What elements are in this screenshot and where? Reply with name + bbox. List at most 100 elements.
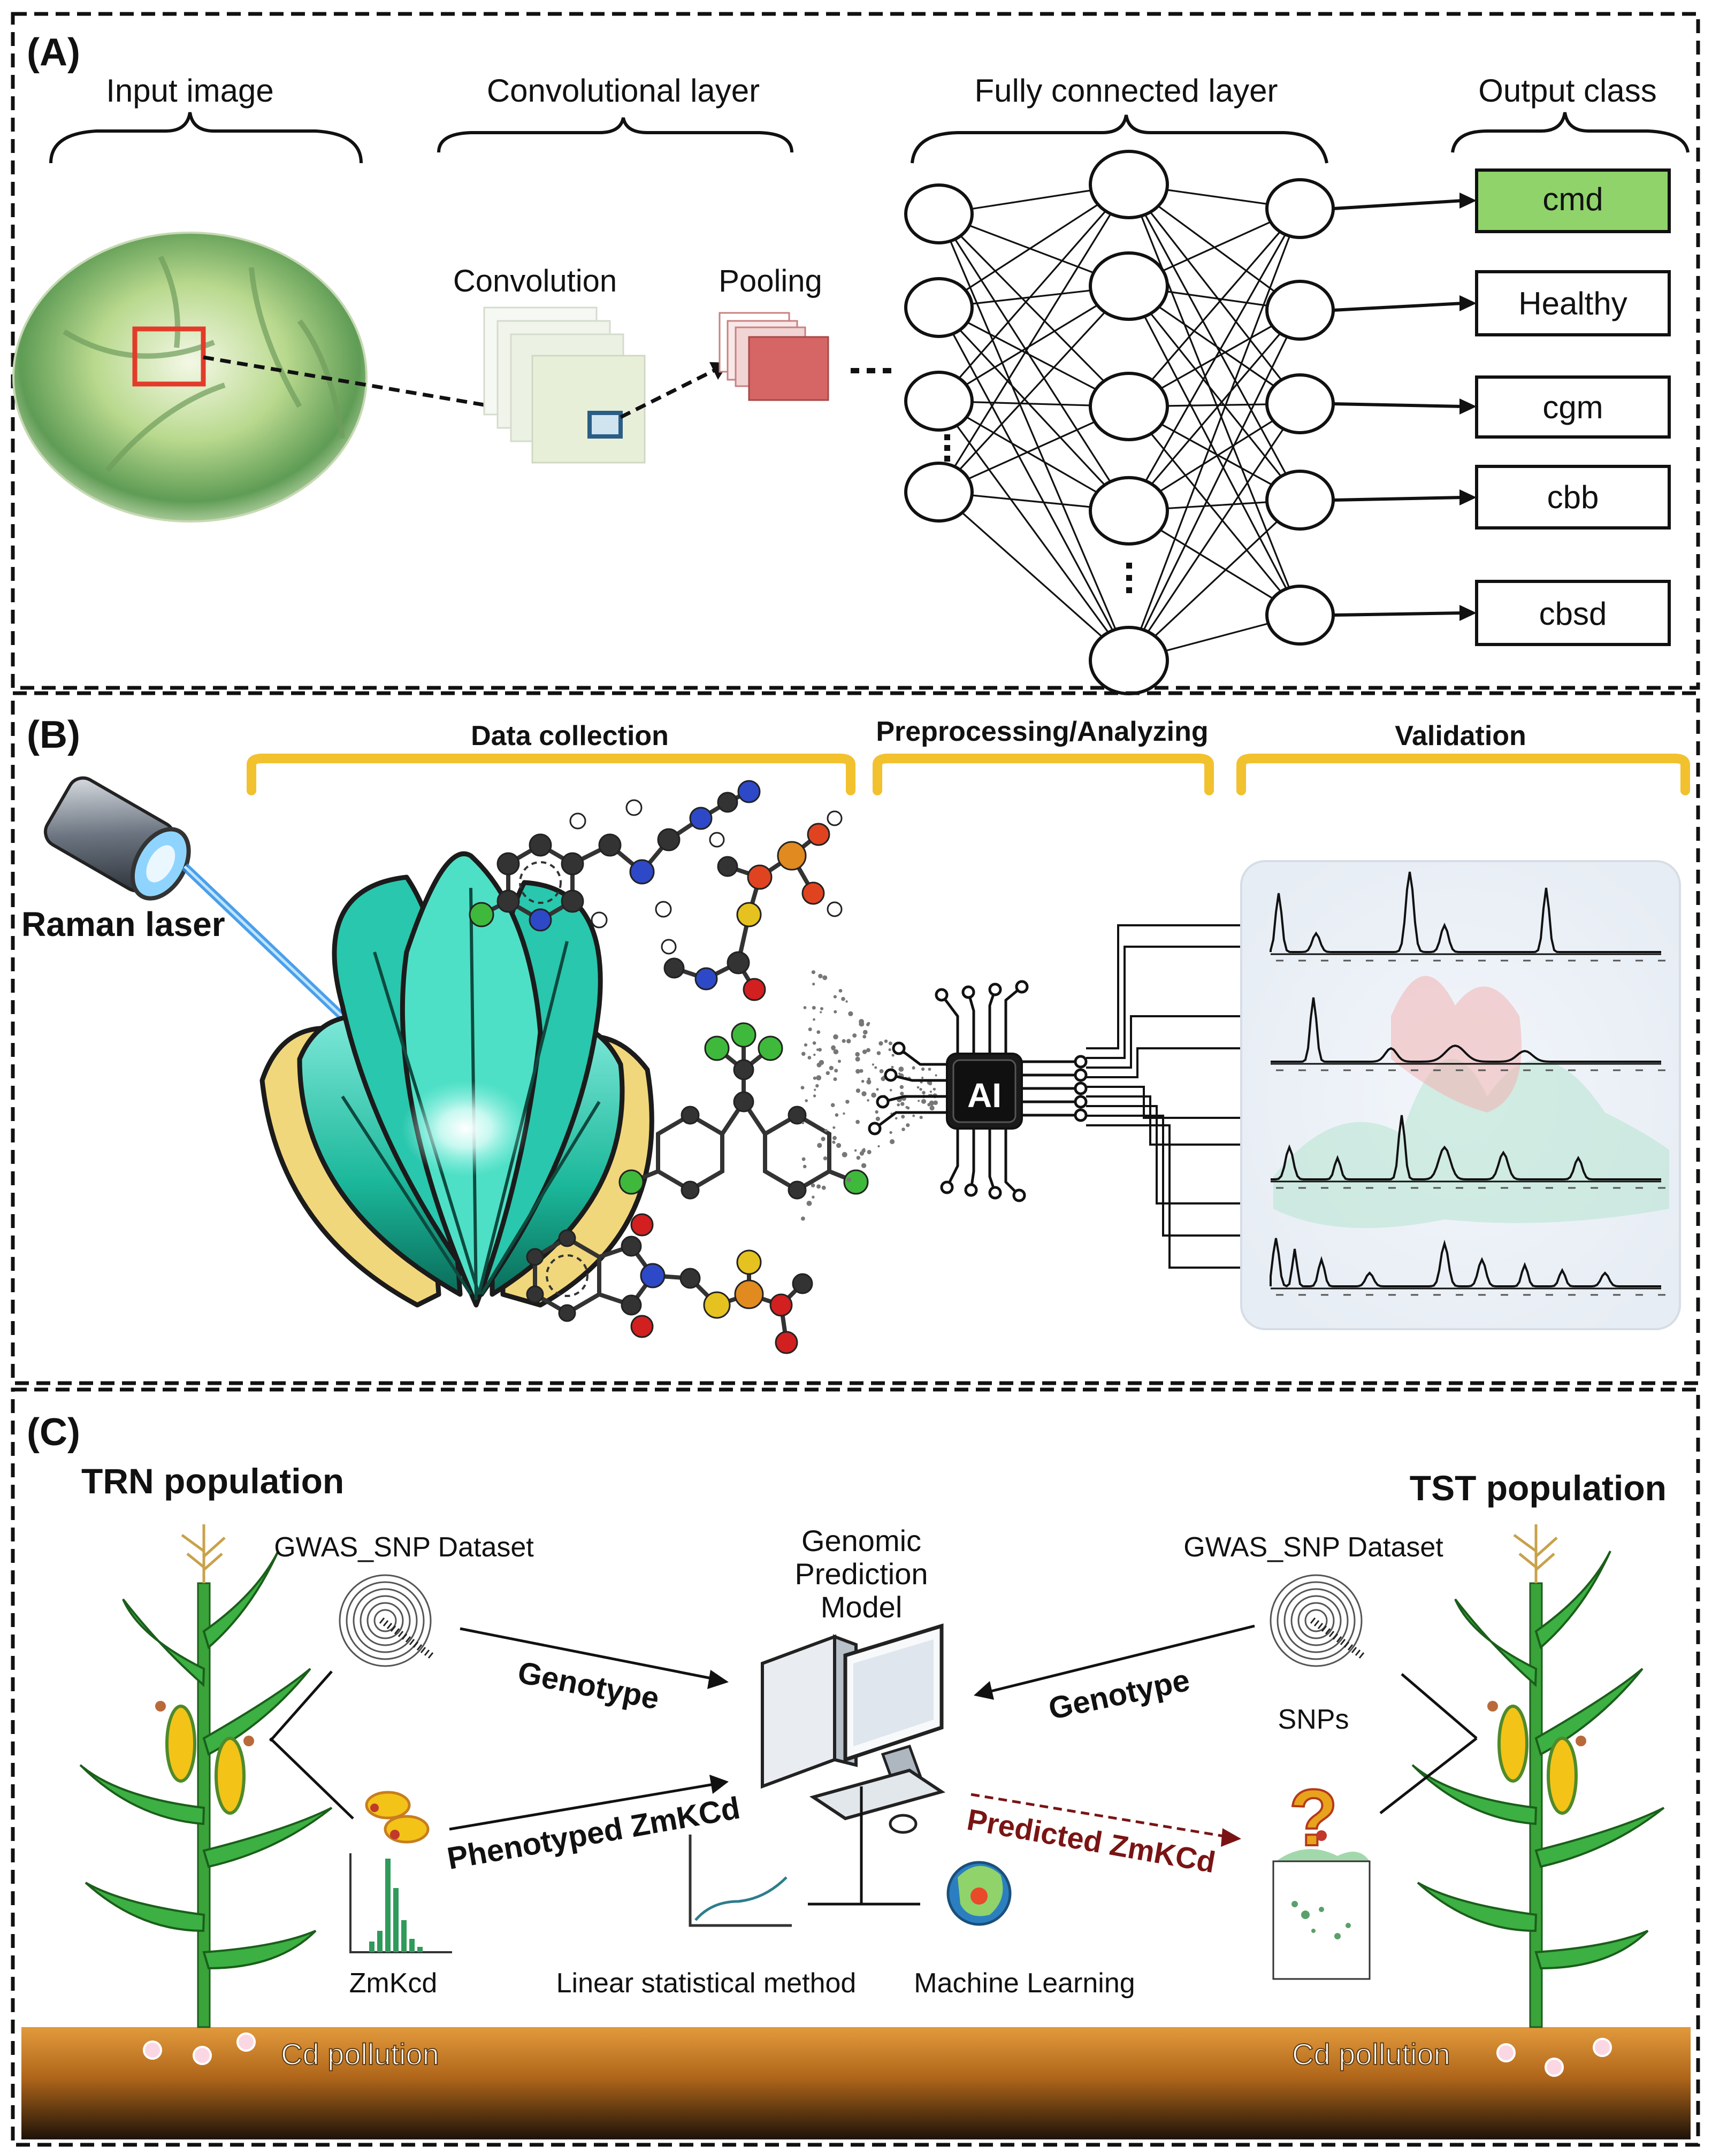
signal-dot bbox=[890, 1139, 895, 1145]
output-label-cgm: cgm bbox=[1542, 389, 1603, 425]
snp-mark bbox=[416, 1644, 423, 1651]
machine-learning-icon bbox=[946, 1861, 1012, 1926]
signal-dot bbox=[821, 1185, 826, 1190]
signal-dot bbox=[895, 1117, 898, 1120]
panel-c-tag: (C) bbox=[27, 1411, 80, 1454]
signal-dot bbox=[812, 1006, 816, 1010]
pesticide-molecules bbox=[469, 780, 869, 1354]
signal-dot bbox=[891, 1065, 894, 1069]
signal-dot bbox=[838, 1060, 841, 1063]
connection-l1-l2 bbox=[938, 491, 1130, 662]
cd-particles bbox=[143, 2032, 1612, 2077]
signal-dot bbox=[921, 1067, 925, 1071]
connection-l2-l3 bbox=[1128, 286, 1301, 616]
arrow-predicted bbox=[970, 1793, 1231, 1839]
signal-dot bbox=[876, 1088, 879, 1091]
signal-dot bbox=[852, 1033, 857, 1038]
gwas-ring bbox=[339, 1574, 432, 1667]
connection-l2-l3 bbox=[1128, 309, 1301, 512]
signal-dot bbox=[861, 1091, 867, 1096]
snp-mark bbox=[379, 1617, 385, 1624]
arrow-phenotyped bbox=[449, 1782, 717, 1831]
hidden-neuron bbox=[1089, 626, 1169, 695]
signal-dot bbox=[812, 1195, 815, 1199]
signal-dot bbox=[906, 1123, 910, 1127]
chip-trace bbox=[941, 994, 959, 1054]
signal-dot bbox=[833, 1034, 838, 1040]
molecule-pyridine-atoms bbox=[469, 780, 761, 932]
feature-map-box bbox=[587, 411, 623, 439]
link-plant-to-zmkcd bbox=[269, 1737, 354, 1820]
question-mark-icon: ? bbox=[1288, 1771, 1339, 1863]
output-arrowhead bbox=[1459, 295, 1477, 311]
snp-mark bbox=[1351, 1647, 1357, 1653]
output-box-cbb: cbb bbox=[1475, 465, 1671, 530]
panel-b-tag: (B) bbox=[27, 713, 80, 756]
connection-l1-l2 bbox=[938, 285, 1130, 493]
signal-dot bbox=[928, 1068, 931, 1071]
model-label-line1: Genomic bbox=[801, 1524, 921, 1557]
chip-trace bbox=[874, 1111, 947, 1130]
input-neuron bbox=[904, 183, 974, 244]
output-label-cbsd: cbsd bbox=[1539, 596, 1607, 632]
snp-mark bbox=[1340, 1639, 1346, 1645]
signal-dot bbox=[836, 1143, 842, 1148]
snp-mark bbox=[394, 1628, 400, 1635]
predicted-label: Predicted ZmKCd bbox=[965, 1802, 1218, 1879]
signal-dot bbox=[933, 1087, 936, 1091]
ai-chip: AI bbox=[868, 980, 1088, 1202]
signal-dot bbox=[856, 1156, 861, 1160]
snp-mark bbox=[1336, 1636, 1342, 1643]
stage-preprocessing: Preprocessing/Analyzing bbox=[876, 716, 1208, 747]
snp-mark bbox=[383, 1620, 389, 1626]
signal-dot bbox=[801, 1052, 806, 1056]
snp-mark bbox=[386, 1623, 393, 1629]
computer-icon bbox=[761, 1623, 946, 1834]
spinach-plant bbox=[259, 851, 654, 1308]
layer1-ellipsis bbox=[944, 434, 950, 462]
panel-c-arrowheads bbox=[707, 1670, 994, 1794]
phenotype-icon bbox=[365, 1791, 430, 1844]
zmkcd-histogram bbox=[349, 1853, 452, 1953]
spectrum-trace-3 bbox=[1271, 1115, 1661, 1180]
snp-mark bbox=[1325, 1628, 1331, 1635]
gwas-dataset-icon-right bbox=[1270, 1574, 1365, 1667]
snp-mark bbox=[1313, 1620, 1320, 1626]
pooling-stack bbox=[719, 312, 829, 401]
signal-dot bbox=[808, 1027, 812, 1031]
header-input-image: Input image bbox=[106, 73, 274, 109]
signal-dot bbox=[878, 1041, 883, 1046]
zmkcd-label: ZmKcd bbox=[349, 1968, 438, 1999]
spectra-connector bbox=[1086, 924, 1252, 1049]
signal-dot bbox=[831, 1066, 834, 1069]
signal-dot bbox=[898, 1067, 904, 1072]
chip-trace-pad bbox=[961, 985, 975, 999]
output-arrows bbox=[1333, 193, 1477, 621]
connection-l1-l2 bbox=[938, 183, 1130, 402]
signal-dot bbox=[930, 1105, 934, 1108]
arrow-predicted-head bbox=[1221, 1828, 1241, 1847]
connection-l2-l3 bbox=[1128, 286, 1301, 501]
chip-trace bbox=[988, 989, 997, 1054]
snp-mark bbox=[1332, 1633, 1339, 1640]
spectra-surface-peak bbox=[1391, 976, 1522, 1112]
connection-l2-l3 bbox=[1128, 403, 1301, 661]
signal-dot bbox=[816, 1184, 821, 1189]
corn-tassel-left bbox=[181, 1524, 226, 1583]
hidden-neuron bbox=[1089, 476, 1169, 546]
output-label-cmd: cmd bbox=[1542, 181, 1603, 217]
output-arrow bbox=[1333, 611, 1464, 617]
signal-dot bbox=[872, 1063, 874, 1066]
signal-dot bbox=[812, 983, 815, 986]
hidden-neuron bbox=[1089, 372, 1169, 441]
snp-mark bbox=[1317, 1623, 1324, 1629]
panel-c-arrows bbox=[269, 1624, 1478, 1906]
signal-dot bbox=[919, 1116, 923, 1119]
input-neuron bbox=[904, 371, 974, 432]
output-neuron bbox=[1265, 470, 1335, 531]
pooling-arrow bbox=[620, 367, 718, 419]
chip-trace-pad bbox=[1074, 1095, 1088, 1109]
signal-dot bbox=[832, 1126, 836, 1129]
bracket-data-collection bbox=[247, 754, 855, 795]
signal-dot bbox=[861, 1079, 865, 1083]
